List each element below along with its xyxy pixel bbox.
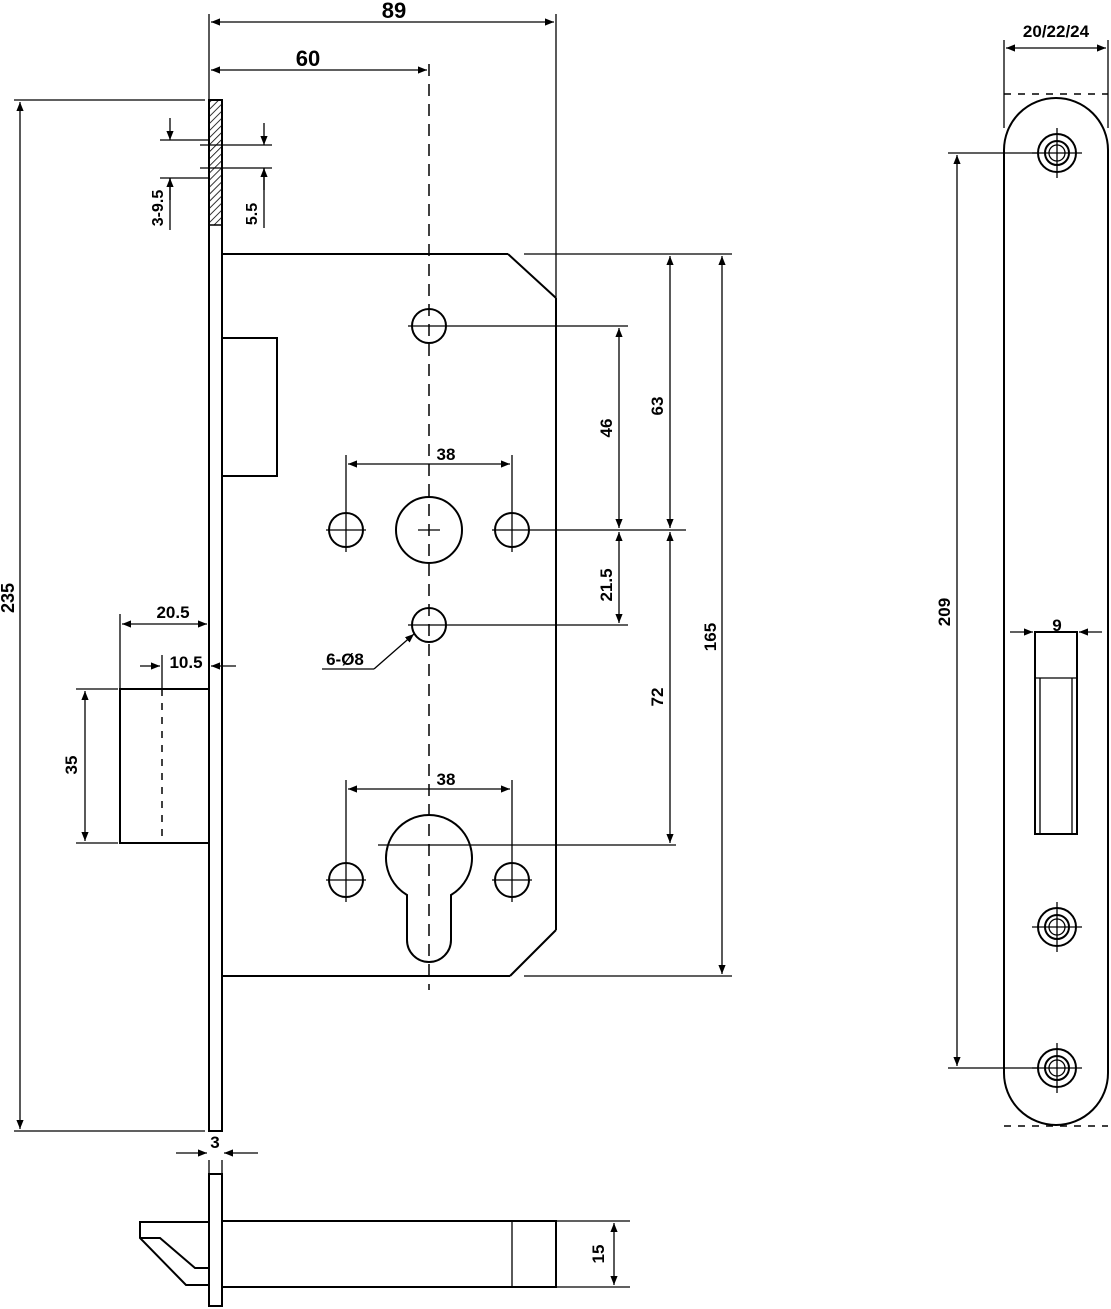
dim-case-height: 165 xyxy=(701,256,726,974)
strike-slot xyxy=(1034,631,1078,835)
dim-strike-hole-pitch: 209 xyxy=(935,152,1038,1069)
label-5.5: 5.5 xyxy=(244,203,261,225)
deadbolt xyxy=(119,688,210,844)
label-3-9.5: 3-9.5 xyxy=(150,190,167,227)
dim-lower-hole-spacing: 38 xyxy=(345,770,513,858)
dim-strike-slot: 9 xyxy=(1010,616,1102,636)
label-235: 235 xyxy=(0,583,18,613)
faceplate xyxy=(208,99,223,1132)
dim-faceplate-height: 235 xyxy=(0,99,205,1132)
callout-holes: 6-Ø8 xyxy=(322,633,415,670)
mounting-holes xyxy=(326,308,686,963)
label-60: 60 xyxy=(296,46,320,71)
dim-overall-width: 89 xyxy=(208,0,557,298)
side-view: 3 15 xyxy=(139,1133,630,1307)
dim-bolt-projection: 20.5 xyxy=(119,603,207,689)
dim-bolt-depth: 15 xyxy=(556,1220,630,1288)
strike-hole-top xyxy=(1032,128,1082,178)
dim-lower-gap: 21.5 xyxy=(597,532,623,623)
dim-cylinder-pitch: 72 xyxy=(648,532,674,843)
label-15: 15 xyxy=(589,1245,608,1264)
label-6-holes: 6-Ø8 xyxy=(326,650,364,669)
hole-right-lower xyxy=(492,858,532,902)
label-38-lower: 38 xyxy=(437,770,456,789)
strike-hole-mid xyxy=(1032,902,1082,952)
label-63: 63 xyxy=(648,397,667,416)
label-38-upper: 38 xyxy=(437,445,456,464)
label-35: 35 xyxy=(62,756,81,775)
latch-window xyxy=(222,337,278,477)
strike-hole-bottom xyxy=(1032,1043,1082,1093)
hole-mid xyxy=(408,607,628,643)
cylinder-hole xyxy=(378,814,676,963)
hole-left-lower xyxy=(326,858,366,902)
spindle-hole xyxy=(395,496,463,564)
latch-profile xyxy=(139,1221,209,1286)
hole-top xyxy=(408,308,628,344)
label-strike-width: 20/22/24 xyxy=(1023,22,1090,41)
lock-case xyxy=(222,253,732,977)
front-view: 89 60 235 3-9.5 5.5 xyxy=(0,0,732,1132)
dim-upper-span: 63 xyxy=(648,256,674,528)
label-72: 72 xyxy=(648,688,667,707)
label-10.5: 10.5 xyxy=(169,653,202,672)
dim-thickness: 3 xyxy=(176,1133,258,1174)
dim-latch-offset: 3-9.5 xyxy=(150,118,210,230)
label-3: 3 xyxy=(210,1133,219,1152)
dim-latch-small: 5.5 xyxy=(200,123,272,228)
dim-top-pitch: 46 xyxy=(597,328,623,528)
label-165: 165 xyxy=(701,623,720,651)
label-9: 9 xyxy=(1052,616,1061,635)
label-21.5: 21.5 xyxy=(597,568,616,601)
dim-bolt-inner: 10.5 xyxy=(140,653,236,689)
dim-backset: 60 xyxy=(211,46,427,74)
hole-right-upper xyxy=(492,508,686,552)
label-20.5: 20.5 xyxy=(156,603,189,622)
label-209: 209 xyxy=(935,598,954,626)
hole-left-upper xyxy=(326,508,366,552)
label-46: 46 xyxy=(597,419,616,438)
dim-bolt-height: 35 xyxy=(62,688,118,844)
dim-upper-hole-spacing: 38 xyxy=(345,445,513,508)
strike-plate: 20/22/24 xyxy=(935,22,1109,1127)
label-89: 89 xyxy=(382,0,406,23)
